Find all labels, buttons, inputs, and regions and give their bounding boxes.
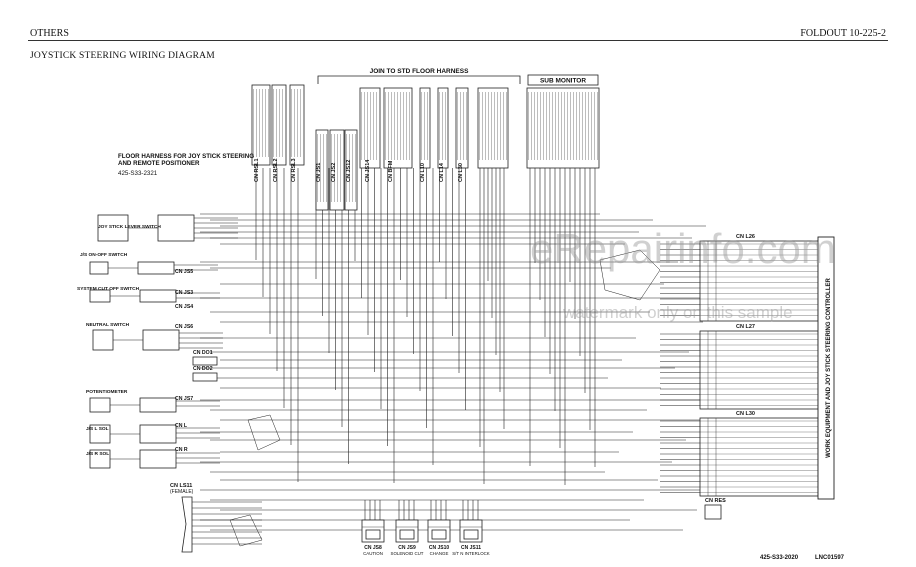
connector-label: CN L	[175, 423, 188, 429]
join-bracket	[317, 75, 521, 84]
connector-label: CN JS3	[175, 290, 193, 296]
ls11-sub: (FEMALE)	[170, 489, 194, 495]
connector-label: CN DO1	[193, 350, 213, 356]
connector-label: CN R	[175, 447, 188, 453]
component-label: J/S ON-OFF SWITCH	[80, 252, 128, 258]
part-number: 425-S33-2321	[118, 170, 158, 177]
controller-box	[817, 236, 835, 500]
sub-monitor-box	[527, 74, 599, 86]
top-connector-label: CN JS12	[346, 160, 352, 182]
top-connector-label: CN JS1	[316, 163, 322, 182]
foldout-label: FOLDOUT 10-225-2	[800, 28, 886, 39]
top-connector-label: CN RSL2	[273, 158, 279, 182]
drawing-ref: LNC01597	[815, 555, 845, 561]
component-label: NEUTRAL SWITCH	[86, 322, 130, 328]
bottom-connector-label: CN JS8	[364, 545, 382, 551]
res-box	[704, 504, 722, 520]
bottom-connector-sub: CHANGE	[430, 551, 449, 556]
sub-monitor-label: SUB MONITOR	[540, 78, 586, 85]
top-connector-label: CN BFM	[388, 160, 394, 182]
top-connector-label: CN JS14	[365, 159, 371, 182]
bottom-connector-sub: S/T N INTERLOCK	[452, 551, 490, 556]
bottom-connector-label: CN JS10	[429, 545, 450, 551]
cn-l27-label: CN L27	[736, 324, 755, 330]
bottom-connector-sub: CAUTION	[363, 551, 383, 556]
component-box	[89, 289, 111, 303]
connector-label: CN JS6	[175, 324, 193, 330]
component-label: J/S L SOL	[86, 426, 109, 432]
component-box	[89, 424, 111, 444]
join-label: JOIN TO STD FLOOR HARNESS	[370, 68, 469, 75]
res-label: CN RES	[705, 498, 726, 504]
top-connector-label: CN L10	[420, 163, 426, 182]
component-box	[97, 214, 129, 242]
top-connector-label: CN RSL1	[254, 158, 260, 182]
cn-l26-label: CN L26	[736, 234, 755, 240]
ls11-connector	[181, 496, 193, 553]
ls11-label: CN LS11	[170, 483, 192, 489]
cn-l30-label: CN L30	[736, 411, 755, 417]
controller-label: WORK EQUIPMENT AND JOY STICK STEERING CO…	[826, 278, 832, 458]
drawing-number: 425-S33-2020	[760, 555, 799, 561]
section-label: OTHERS	[30, 28, 69, 39]
component-box	[89, 261, 109, 275]
top-connector-label: CN L14	[439, 162, 445, 182]
component-label: POTENTIOMETER	[86, 389, 128, 395]
floor-title-2: AND REMOTE POSITIONER	[118, 160, 200, 167]
header-rule	[28, 40, 888, 41]
component-box	[92, 329, 114, 351]
connector-label: CN DO2	[193, 366, 213, 372]
top-connector-label: CN L30	[458, 163, 464, 182]
page-title: JOYSTICK STEERING WIRING DIAGRAM	[30, 51, 215, 61]
component-label: J/S R SOL	[86, 451, 109, 457]
top-connector-label: CN RSL3	[291, 158, 297, 182]
connector-label: CN JS4	[175, 304, 193, 310]
component-label: SYSTEM CUT OFF SWITCH	[77, 286, 140, 292]
component-box	[89, 449, 111, 469]
component-layer	[89, 84, 819, 547]
bottom-connector-label: CN JS9	[398, 545, 416, 551]
connector-label: CN JS7	[175, 396, 193, 402]
bottom-connector-sub: SOLENOID CUT	[391, 551, 424, 556]
bottom-connector-label: CN JS11	[461, 545, 481, 551]
component-box	[89, 397, 111, 413]
connector-label: CN JS5	[175, 269, 193, 275]
top-connector-label: CN JS2	[331, 163, 337, 182]
floor-title-1: FLOOR HARNESS FOR JOY STICK STEERING	[118, 153, 254, 160]
component-label: JOY STICK LEVER SWITCH	[98, 224, 161, 230]
wire-layer	[108, 168, 717, 545]
